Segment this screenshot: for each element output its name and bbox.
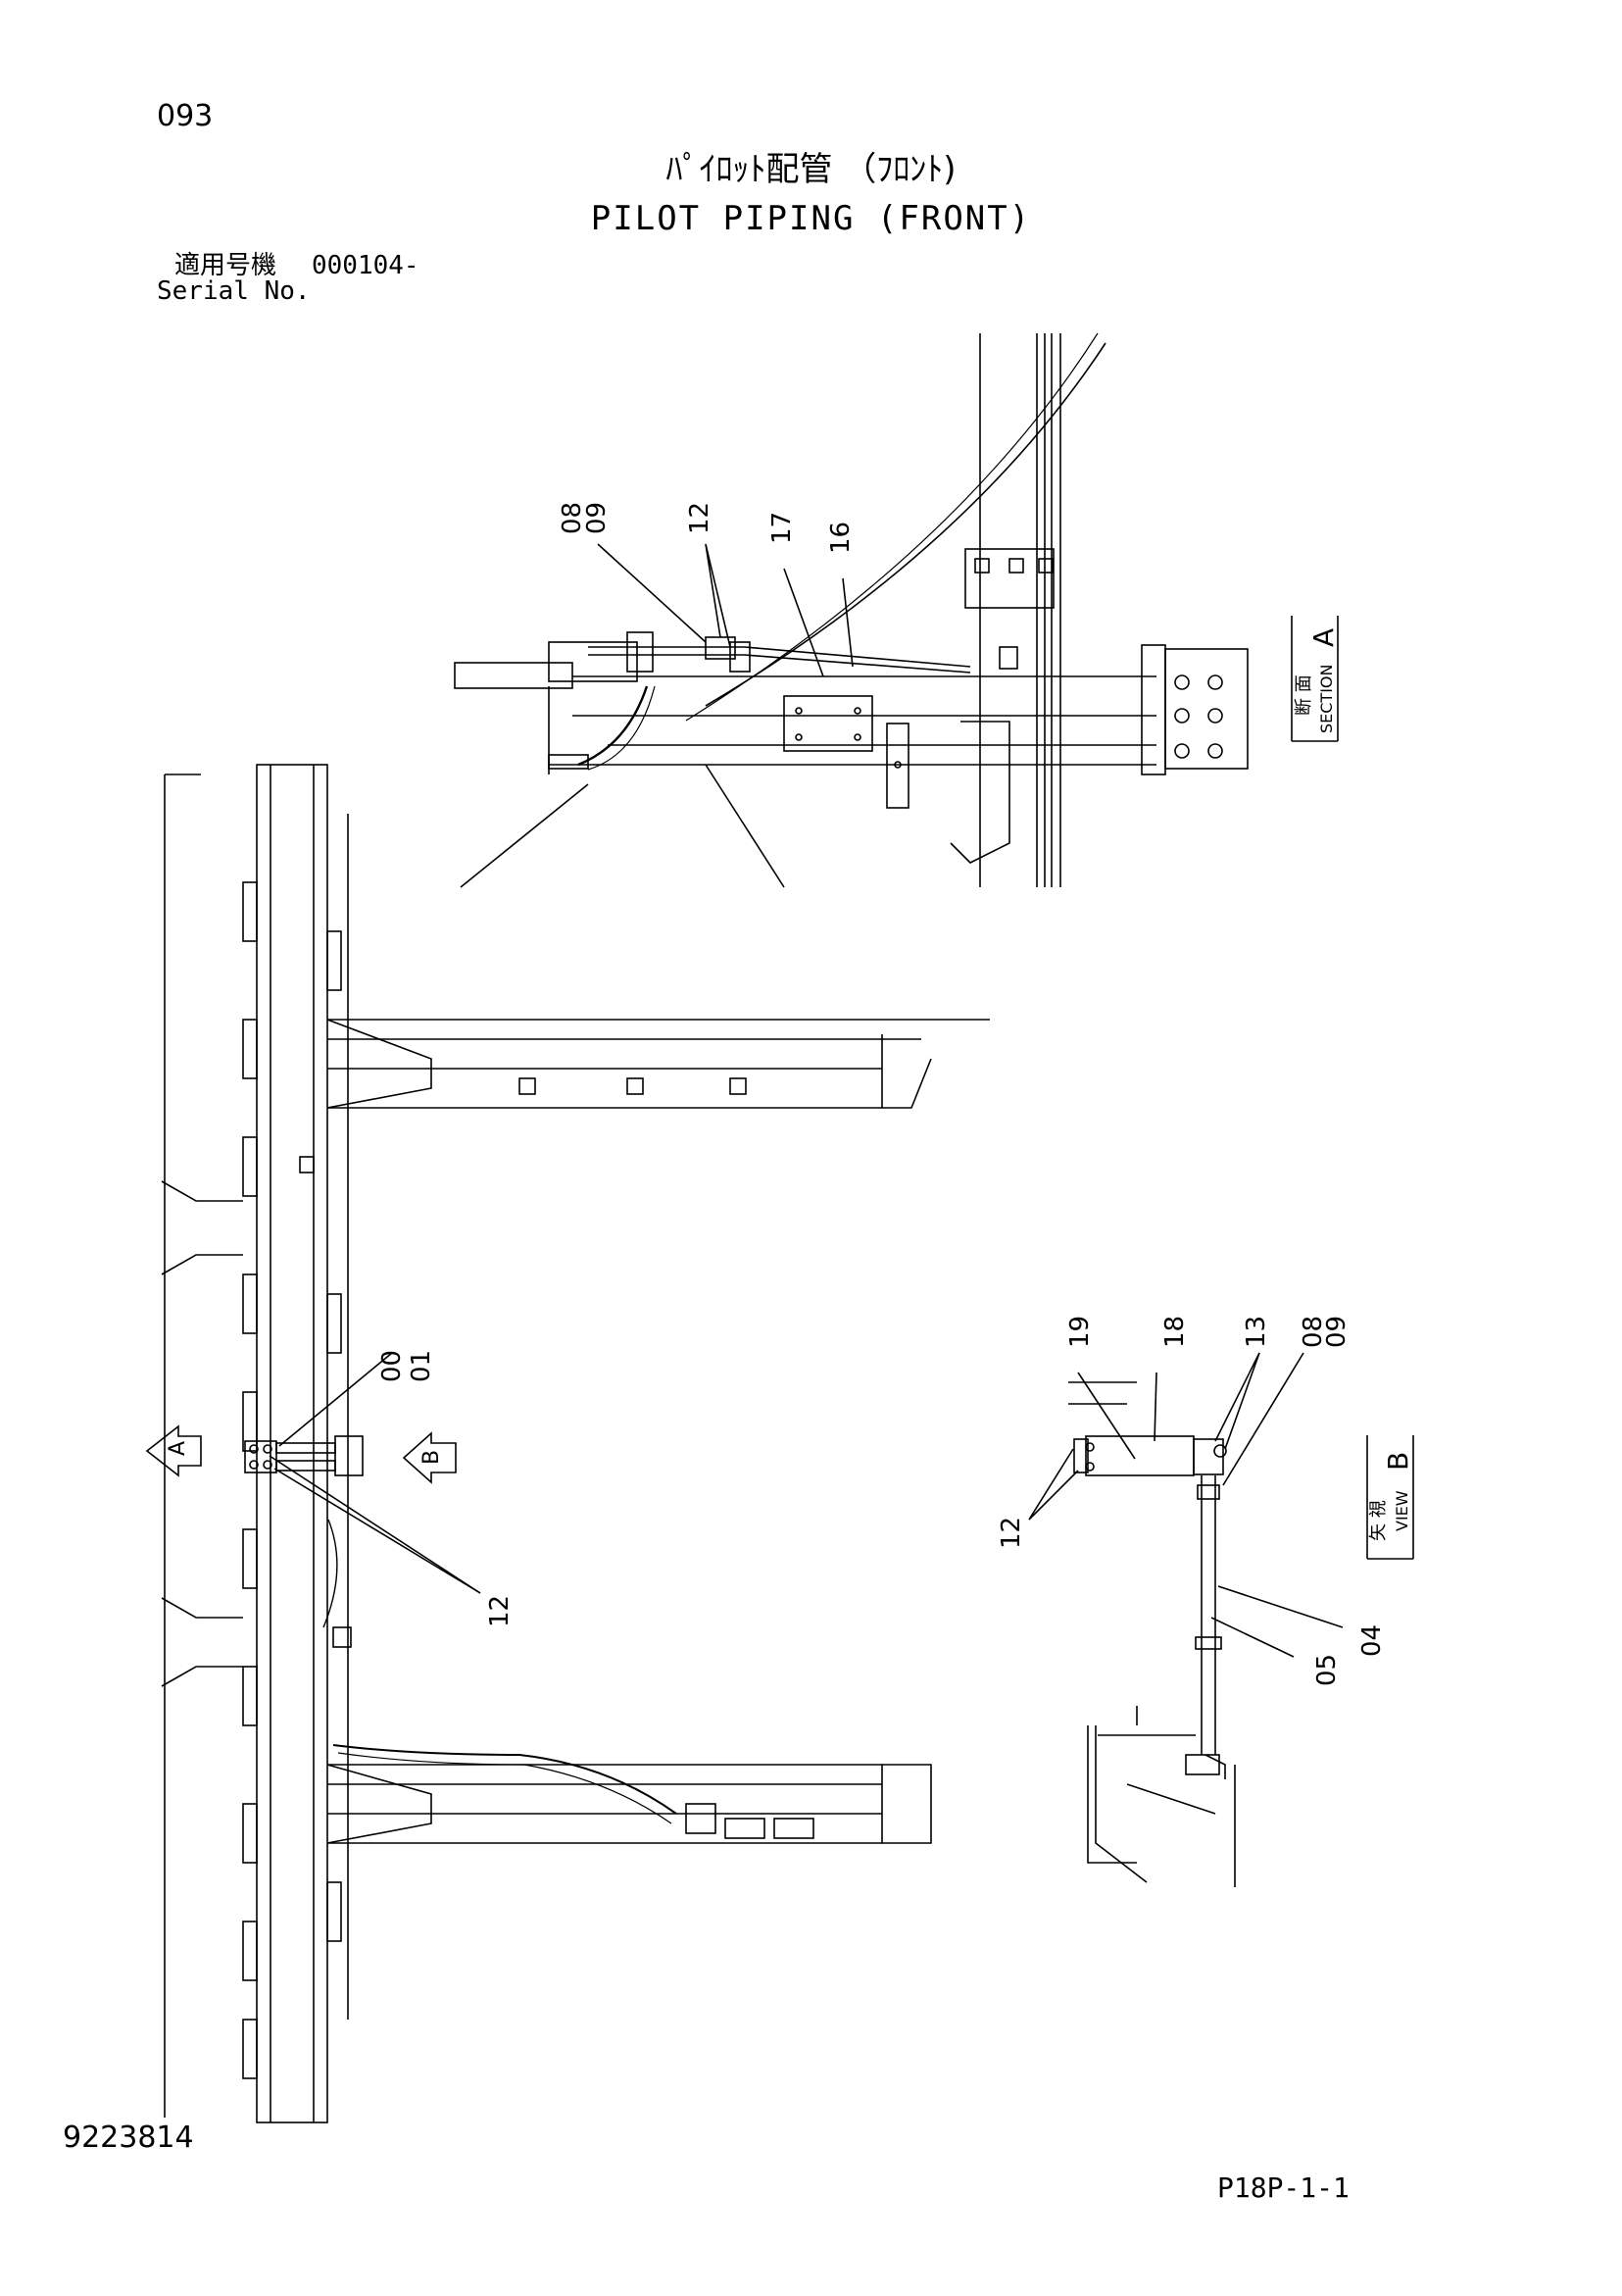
main-view-drawing: [161, 764, 990, 2123]
drawing-number: 9223814: [63, 2121, 194, 2155]
title-japanese: ﾊﾟｲﾛｯﾄ配管 （ﾌﾛﾝﾄ): [665, 150, 957, 189]
section-letter: A: [1307, 628, 1340, 647]
callout-section-a-3: 12: [685, 502, 714, 534]
callout-view-b-3: 13: [1242, 1316, 1271, 1348]
main-view-callouts: 00 01 12: [377, 1350, 515, 1627]
view-label-jp: 矢 視: [1368, 1500, 1389, 1541]
callout-main-3: 12: [485, 1595, 515, 1627]
callout-section-a-4: 17: [767, 512, 797, 544]
page-number: 093: [157, 99, 214, 133]
arrow-a-letter: A: [166, 1441, 190, 1456]
callout-view-b-4: 08: [1299, 1316, 1328, 1348]
callout-view-b-8: 05: [1312, 1654, 1342, 1686]
page-code: P18P-1-1: [1217, 2171, 1350, 2204]
callout-view-b-2: 18: [1160, 1316, 1190, 1348]
callout-section-a-2: 09: [582, 502, 612, 534]
callout-view-b-6: 12: [997, 1517, 1026, 1549]
view-arrow-b: B: [402, 1431, 457, 1484]
callout-section-a-1: 08: [558, 502, 587, 534]
section-label-en: SECTION: [1317, 665, 1336, 734]
view-b-callouts: 19 18 13 08 09 12 04 05: [997, 1316, 1387, 1686]
callout-view-b-1: 19: [1065, 1316, 1095, 1348]
callout-view-b-7: 04: [1357, 1624, 1387, 1657]
view-letter: B: [1382, 1452, 1414, 1471]
arrow-b-letter: B: [419, 1450, 444, 1465]
view-b-label: 矢 視 VIEW B: [1366, 1435, 1414, 1560]
section-a-label: 断 面 SECTION A: [1291, 616, 1340, 742]
section-label-jp: 断 面: [1294, 674, 1314, 716]
callout-view-b-5: 09: [1322, 1316, 1352, 1348]
title-english: PILOT PIPING (FRONT): [590, 199, 1032, 238]
section-a-callouts: 08 09 12 17 16: [558, 502, 856, 554]
serial-value: 000104-: [312, 251, 419, 280]
serial-label-english: Serial No.: [157, 276, 311, 306]
callout-main-2: 01: [407, 1350, 436, 1382]
callout-section-a-5: 16: [826, 522, 856, 554]
callout-main-1: 00: [377, 1350, 407, 1382]
view-arrow-a: A: [145, 1424, 202, 1477]
serial-label-japanese: 適用号機: [174, 251, 277, 280]
view-b-drawing: [1028, 1352, 1344, 1887]
section-a-drawing: [454, 332, 1249, 888]
view-label-en: VIEW: [1393, 1490, 1411, 1531]
